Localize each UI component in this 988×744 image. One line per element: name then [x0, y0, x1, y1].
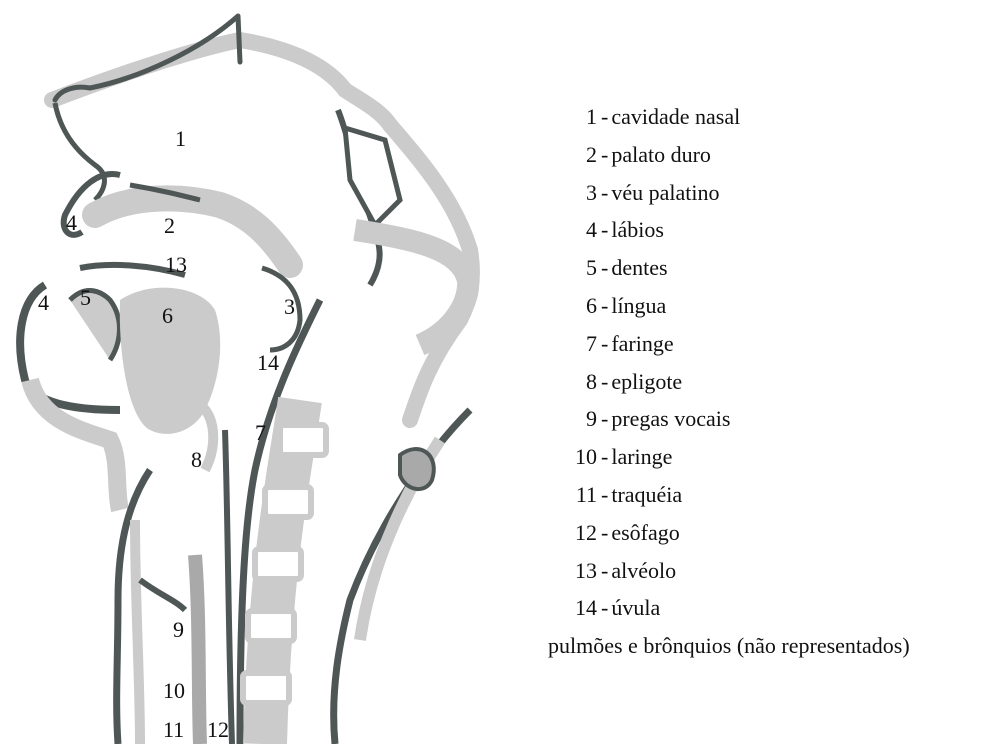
legend-item: 13-alvéolo	[548, 557, 988, 595]
legend-item-label: úvula	[611, 595, 660, 620]
skull-base	[355, 230, 468, 345]
legend-item-number: 4	[548, 216, 597, 244]
label-8: 8	[191, 449, 202, 471]
legend-item: 2-palato duro	[548, 141, 988, 179]
label-2: 2	[164, 215, 175, 237]
legend-item: 12-esôfago	[548, 519, 988, 557]
label-12: 12	[207, 719, 229, 741]
label-11: 11	[163, 719, 184, 741]
legend-item-number: 7	[548, 330, 597, 358]
label-10: 10	[163, 680, 185, 702]
legend-item-label: cavidade nasal	[611, 104, 740, 129]
legend-item: 4-lábios	[548, 216, 988, 254]
label-7: 7	[255, 422, 266, 444]
legend-item-number: 12	[548, 519, 597, 547]
legend-item-label: véu palatino	[611, 180, 719, 205]
legend-item-number: 2	[548, 141, 597, 169]
legend-item-label: lábios	[611, 217, 664, 242]
legend-item-label: palato duro	[611, 142, 711, 167]
legend-item: 9-pregas vocais	[548, 405, 988, 443]
legend-item-number: 5	[548, 254, 597, 282]
legend-item: 10-laringe	[548, 443, 988, 481]
legend: 1-cavidade nasal 2-palato duro 3-véu pal…	[548, 103, 988, 670]
legend-item: 11-traquéia	[548, 481, 988, 519]
mouth-front	[70, 291, 119, 360]
legend-item-number: 6	[548, 292, 597, 320]
legend-footnote: pulmões e brônquios (não representados)	[548, 632, 988, 670]
legend-item-label: laringe	[611, 444, 672, 469]
legend-item-number: 8	[548, 368, 597, 396]
legend-item-number: 1	[548, 103, 597, 131]
label-9: 9	[173, 619, 184, 641]
label-6: 6	[162, 305, 173, 327]
legend-item-label: epligote	[611, 369, 682, 394]
legend-item-label: faringe	[611, 331, 673, 356]
legend-item-number: 10	[548, 443, 597, 471]
legend-item: 5-dentes	[548, 254, 988, 292]
legend-item-number: 11	[548, 481, 597, 509]
vertebra-1	[280, 425, 326, 455]
legend-item-number: 14	[548, 594, 597, 622]
legend-item-label: alvéolo	[611, 558, 676, 583]
hard-palate	[95, 198, 290, 265]
vocal-folds	[140, 580, 185, 610]
legend-item-label: esôfago	[611, 520, 679, 545]
trachea-front	[135, 520, 140, 744]
label-14: 14	[257, 352, 279, 374]
label-4-lower-lip: 4	[38, 292, 49, 314]
vertebra-4	[248, 611, 294, 641]
label-5: 5	[80, 287, 91, 309]
forehead-edge	[55, 103, 104, 200]
label-3: 3	[284, 296, 295, 318]
vertebra-2	[265, 487, 311, 517]
legend-item: 1-cavidade nasal	[548, 103, 988, 141]
legend-item: 14-úvula	[548, 594, 988, 632]
label-1: 1	[175, 128, 186, 150]
legend-item-number: 9	[548, 405, 597, 433]
occiput-panel	[345, 128, 400, 225]
vertebra-5	[243, 673, 289, 703]
label-4-upper-lip: 4	[66, 212, 77, 234]
legend-item-number: 3	[548, 179, 597, 207]
legend-item-label: língua	[611, 293, 666, 318]
legend-item-label: pregas vocais	[611, 406, 730, 431]
label-13: 13	[165, 254, 187, 276]
trachea-back	[195, 555, 200, 744]
legend-item: 8-epligote	[548, 368, 988, 406]
ear-shape	[400, 449, 434, 489]
lower-jaw-light	[30, 380, 120, 510]
legend-item-label: dentes	[611, 255, 667, 280]
legend-item: 3-véu palatino	[548, 179, 988, 217]
legend-item: 6-língua	[548, 292, 988, 330]
legend-item-label: traquéia	[611, 482, 682, 507]
vertebra-3	[255, 549, 301, 579]
legend-item: 7-faringe	[548, 330, 988, 368]
esophagus	[225, 430, 232, 744]
legend-item-number: 13	[548, 557, 597, 585]
